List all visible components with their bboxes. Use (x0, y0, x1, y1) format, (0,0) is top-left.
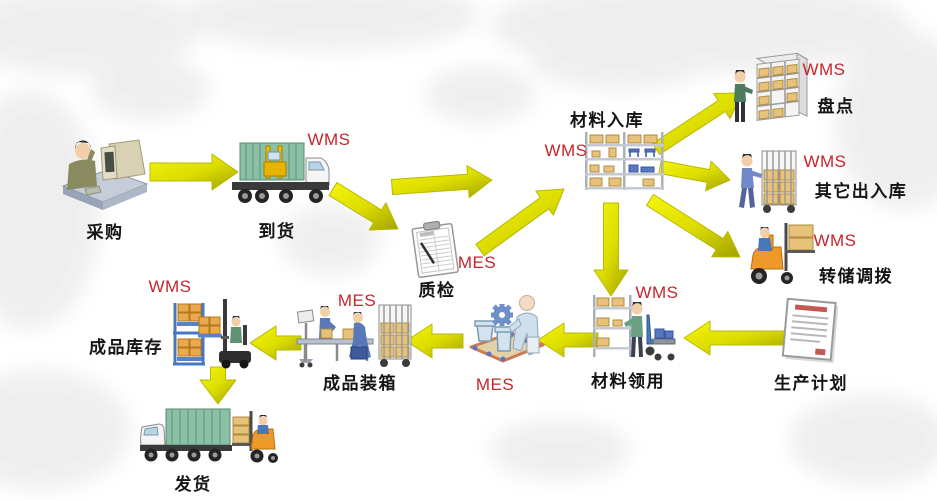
production-plan-doc-icon (781, 297, 839, 364)
stocktake-wms-tag: WMS (802, 60, 846, 79)
arrow-material-in-to-issue (593, 202, 629, 297)
fg-stock-wms-tag: WMS (148, 277, 192, 296)
production-station-icon (469, 295, 545, 363)
inspection-clipboard-icon (411, 220, 459, 279)
fg-stock-rack-icon (173, 299, 251, 369)
material-in-wms-tag: WMS (544, 141, 588, 160)
arrow-material-in-to-transfer (646, 194, 741, 258)
arrow-fg-stock-to-shipping (199, 366, 237, 405)
arrow-arrival-to-inspection (328, 182, 399, 231)
packing-line-icon (296, 304, 412, 368)
material-issue-wms-tag: WMS (635, 283, 679, 302)
arrow-production-to-packing (405, 323, 464, 359)
production-plan-label: 生产计划 (774, 374, 848, 393)
arrival-wms-tag: WMS (307, 130, 351, 149)
material-issue-label: 材料领用 (591, 372, 665, 391)
arrow-issue-to-production (537, 322, 599, 358)
material-issue-icon (593, 295, 676, 361)
shipping-truck-icon (140, 408, 278, 463)
stocktake-rack-icon (734, 52, 809, 122)
production-mes-tag: MES (475, 375, 515, 394)
fg-stock-label: 成品库存 (89, 338, 163, 357)
packing-mes-tag: MES (337, 291, 377, 310)
other-io-cart-icon (739, 150, 797, 213)
other-io-wms-tag: WMS (803, 152, 847, 171)
arrow-plan-to-issue (683, 320, 787, 356)
arrow-packing-to-fg-stock (249, 325, 302, 361)
shipping-label: 发货 (174, 475, 212, 494)
transfer-wms-tag: WMS (813, 231, 857, 250)
material-in-shelf-icon (585, 132, 664, 190)
arrow-inspection-to-material-in (475, 188, 565, 257)
transfer-forklift-icon (750, 223, 815, 284)
transfer-label: 转储调拨 (819, 267, 893, 286)
inspection-mes-tag: MES (457, 253, 497, 272)
purchase-label: 采购 (86, 223, 124, 242)
arrival-truck-icon (232, 142, 330, 203)
material-in-label: 材料入库 (570, 111, 644, 130)
purchase-desk-icon (61, 139, 149, 210)
inspection-label: 质检 (418, 281, 456, 300)
arrow-purchase-to-arrival (149, 153, 239, 191)
packing-label: 成品装箱 (323, 374, 397, 393)
arrival-label: 到货 (258, 222, 296, 241)
arrow-material-in-to-other-io (658, 160, 731, 192)
arrow-arrival-to-material-in (391, 165, 493, 199)
other-io-label: 其它出入库 (814, 182, 908, 201)
stocktake-label: 盘点 (817, 97, 855, 116)
